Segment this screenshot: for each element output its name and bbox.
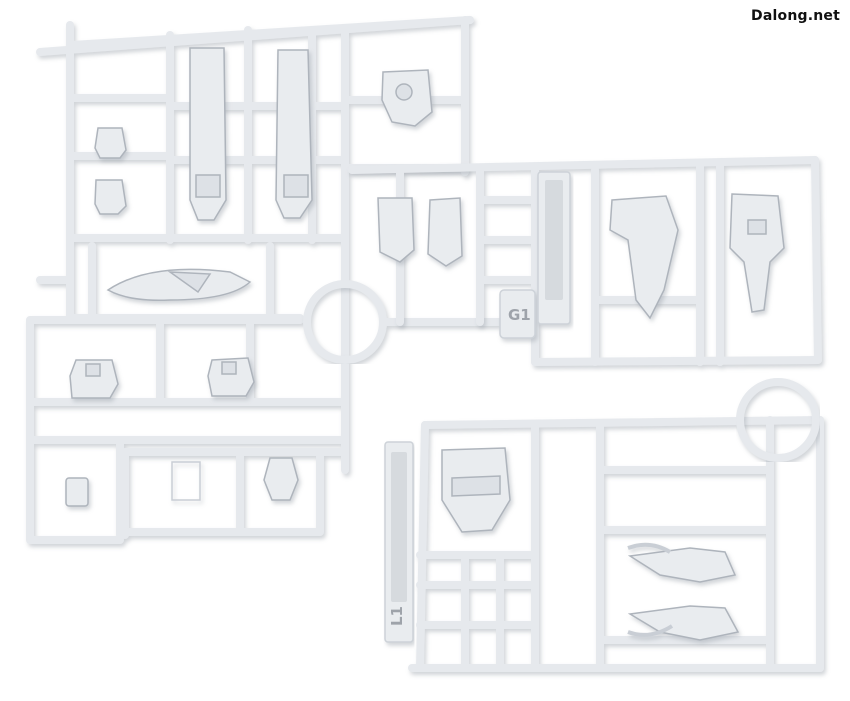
plastic-parts — [65, 47, 785, 641]
sprue-frame-upper-left — [26, 16, 474, 544]
runner-label-l1: L1 — [388, 606, 406, 626]
sprue-ring-lower-right — [736, 378, 820, 462]
watermark-text: Dalong.net — [751, 8, 840, 24]
runner-label-g1: G1 — [508, 306, 531, 324]
plate-engraving — [391, 180, 563, 602]
sprue-frame-l1 — [408, 416, 824, 672]
